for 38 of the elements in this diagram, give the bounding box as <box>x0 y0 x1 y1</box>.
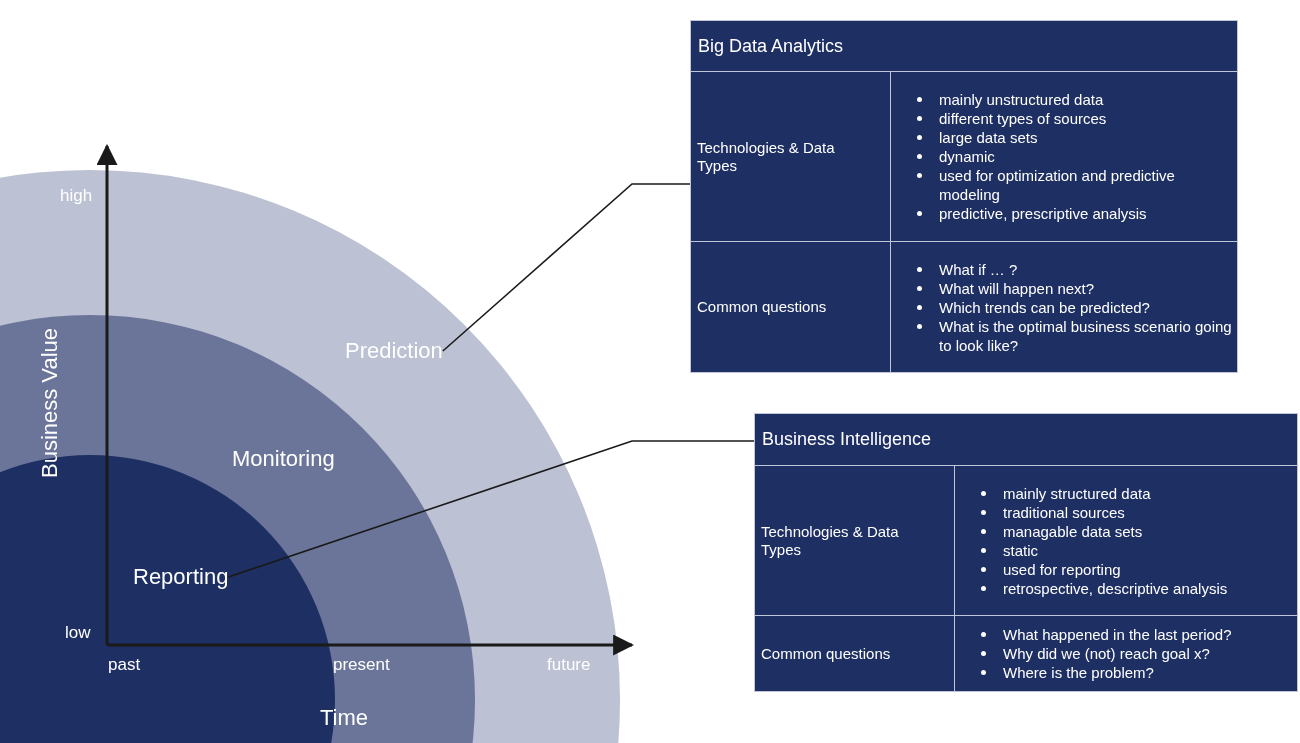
axis-tick-label: high <box>60 186 93 206</box>
bullet-item: large data sets <box>939 128 1038 147</box>
bullet-item: What happened in the last period? <box>1003 625 1232 644</box>
row-header: Technologies & Data Types <box>761 522 900 559</box>
bullet-item: dynamic <box>939 147 995 166</box>
bullet-item: retrospective, descriptive analysis <box>1003 578 1228 598</box>
bullet-item: What is the optimal business scenario going to look like? <box>939 316 1233 355</box>
bullet-item: predictive, prescriptive analysis <box>939 204 1147 223</box>
bullet-item: traditional sources <box>1003 502 1125 522</box>
bullet-item: What will happen next? <box>939 278 1095 298</box>
row-header: Technologies & Data Types <box>697 138 836 175</box>
axis-title: Time <box>320 705 369 731</box>
bullet-item: Which trends can be predicted? <box>939 297 1150 317</box>
leader-line <box>442 183 691 352</box>
leader-line <box>227 440 755 578</box>
bullet-item: different types of sources <box>939 109 1107 128</box>
bullet-item: mainly structured data <box>1003 483 1151 503</box>
bullet-item: used for reporting <box>1003 559 1121 579</box>
bullet-item: mainly unstructured data <box>939 90 1104 109</box>
info-table <box>754 413 1298 692</box>
info-table <box>690 20 1238 373</box>
axis-tick-label: low <box>65 623 91 643</box>
table-heading: Business Intelligence <box>762 429 932 450</box>
row-header: Common questions <box>761 644 892 663</box>
bullet-item: managable data sets <box>1003 521 1143 541</box>
table-heading: Big Data Analytics <box>698 35 844 57</box>
axis-tick-label: present <box>333 655 390 675</box>
bullet-item: Where is the problem? <box>1003 663 1154 682</box>
axis-tick-label: past <box>108 655 141 675</box>
axis-tick-label: future <box>547 655 591 675</box>
row-header: Common questions <box>697 298 828 316</box>
bullet-item: What if … ? <box>939 259 1018 279</box>
band-label: Prediction <box>345 338 443 364</box>
bullet-item: static <box>1003 540 1038 560</box>
band-label: Monitoring <box>232 446 335 472</box>
axis-title: Business Value <box>37 327 63 480</box>
bullet-item: Why did we (not) reach goal x? <box>1003 644 1210 663</box>
band-label: Reporting <box>133 564 229 590</box>
